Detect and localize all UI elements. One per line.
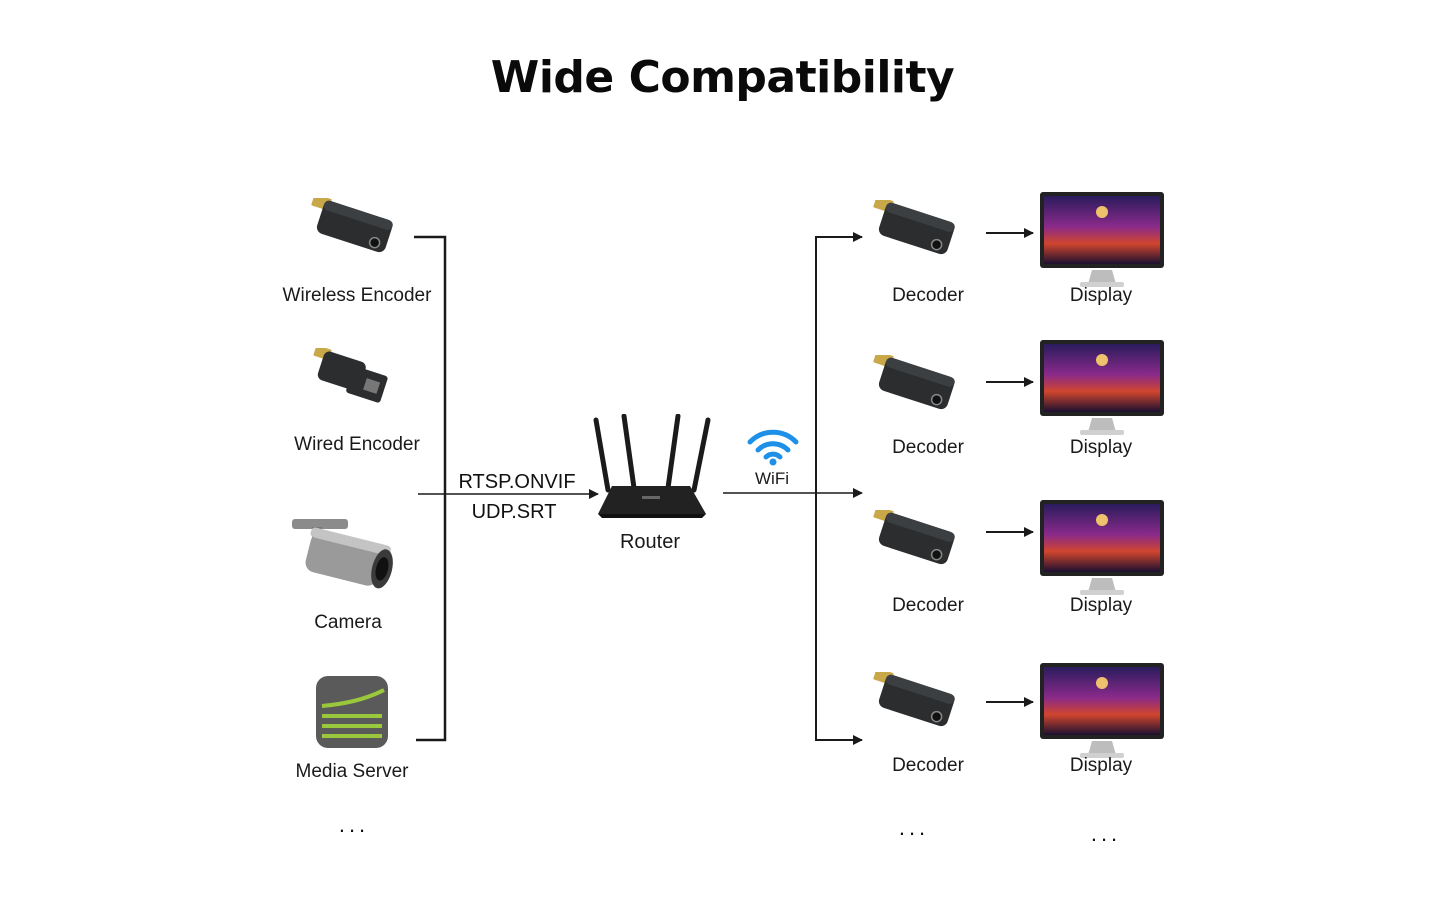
router-label: Router <box>619 531 681 553</box>
decoder-icon <box>873 672 955 727</box>
decoder-label-2: Decoder <box>892 437 964 458</box>
decoder-icon <box>873 510 955 565</box>
media-server-icon <box>316 676 388 748</box>
source-bracket <box>414 235 447 742</box>
display-label-4: Display <box>1069 755 1133 776</box>
display-label-3: Display <box>1069 595 1133 616</box>
display-icon <box>1040 500 1164 595</box>
display-icon <box>1040 192 1164 287</box>
displays-ellipsis: ... <box>1090 821 1122 846</box>
display-label-1: Display <box>1069 285 1133 306</box>
source-label-camera: Camera <box>314 612 382 633</box>
display-icon <box>1040 340 1164 435</box>
display-label-2: Display <box>1069 437 1133 458</box>
sources-ellipsis: ... <box>338 812 370 837</box>
protocol-label-2: UDP.SRT <box>471 501 557 523</box>
decoder-label-1: Decoder <box>892 285 964 306</box>
decoder-icon <box>873 200 955 255</box>
router-icon <box>593 414 711 518</box>
decoder-icon <box>873 355 955 410</box>
wifi-icon <box>747 429 799 466</box>
decoder-label-3: Decoder <box>892 595 964 616</box>
source-label-wired-encoder: Wired Encoder <box>294 434 420 455</box>
wired-encoder-icon <box>313 348 388 403</box>
camera-icon <box>292 519 393 589</box>
decoders-ellipsis: ... <box>898 815 930 840</box>
wireless-encoder-icon <box>311 198 393 253</box>
protocol-label-1: RTSP.ONVIF <box>458 471 576 493</box>
source-label-wireless-encoder: Wireless Encoder <box>282 285 432 306</box>
display-icon <box>1040 663 1164 758</box>
decoder-label-4: Decoder <box>892 755 964 776</box>
wifi-label: WiFi <box>755 469 789 488</box>
source-label-media-server: Media Server <box>295 761 409 782</box>
diagram-title: Wide Compatibility <box>490 52 955 103</box>
